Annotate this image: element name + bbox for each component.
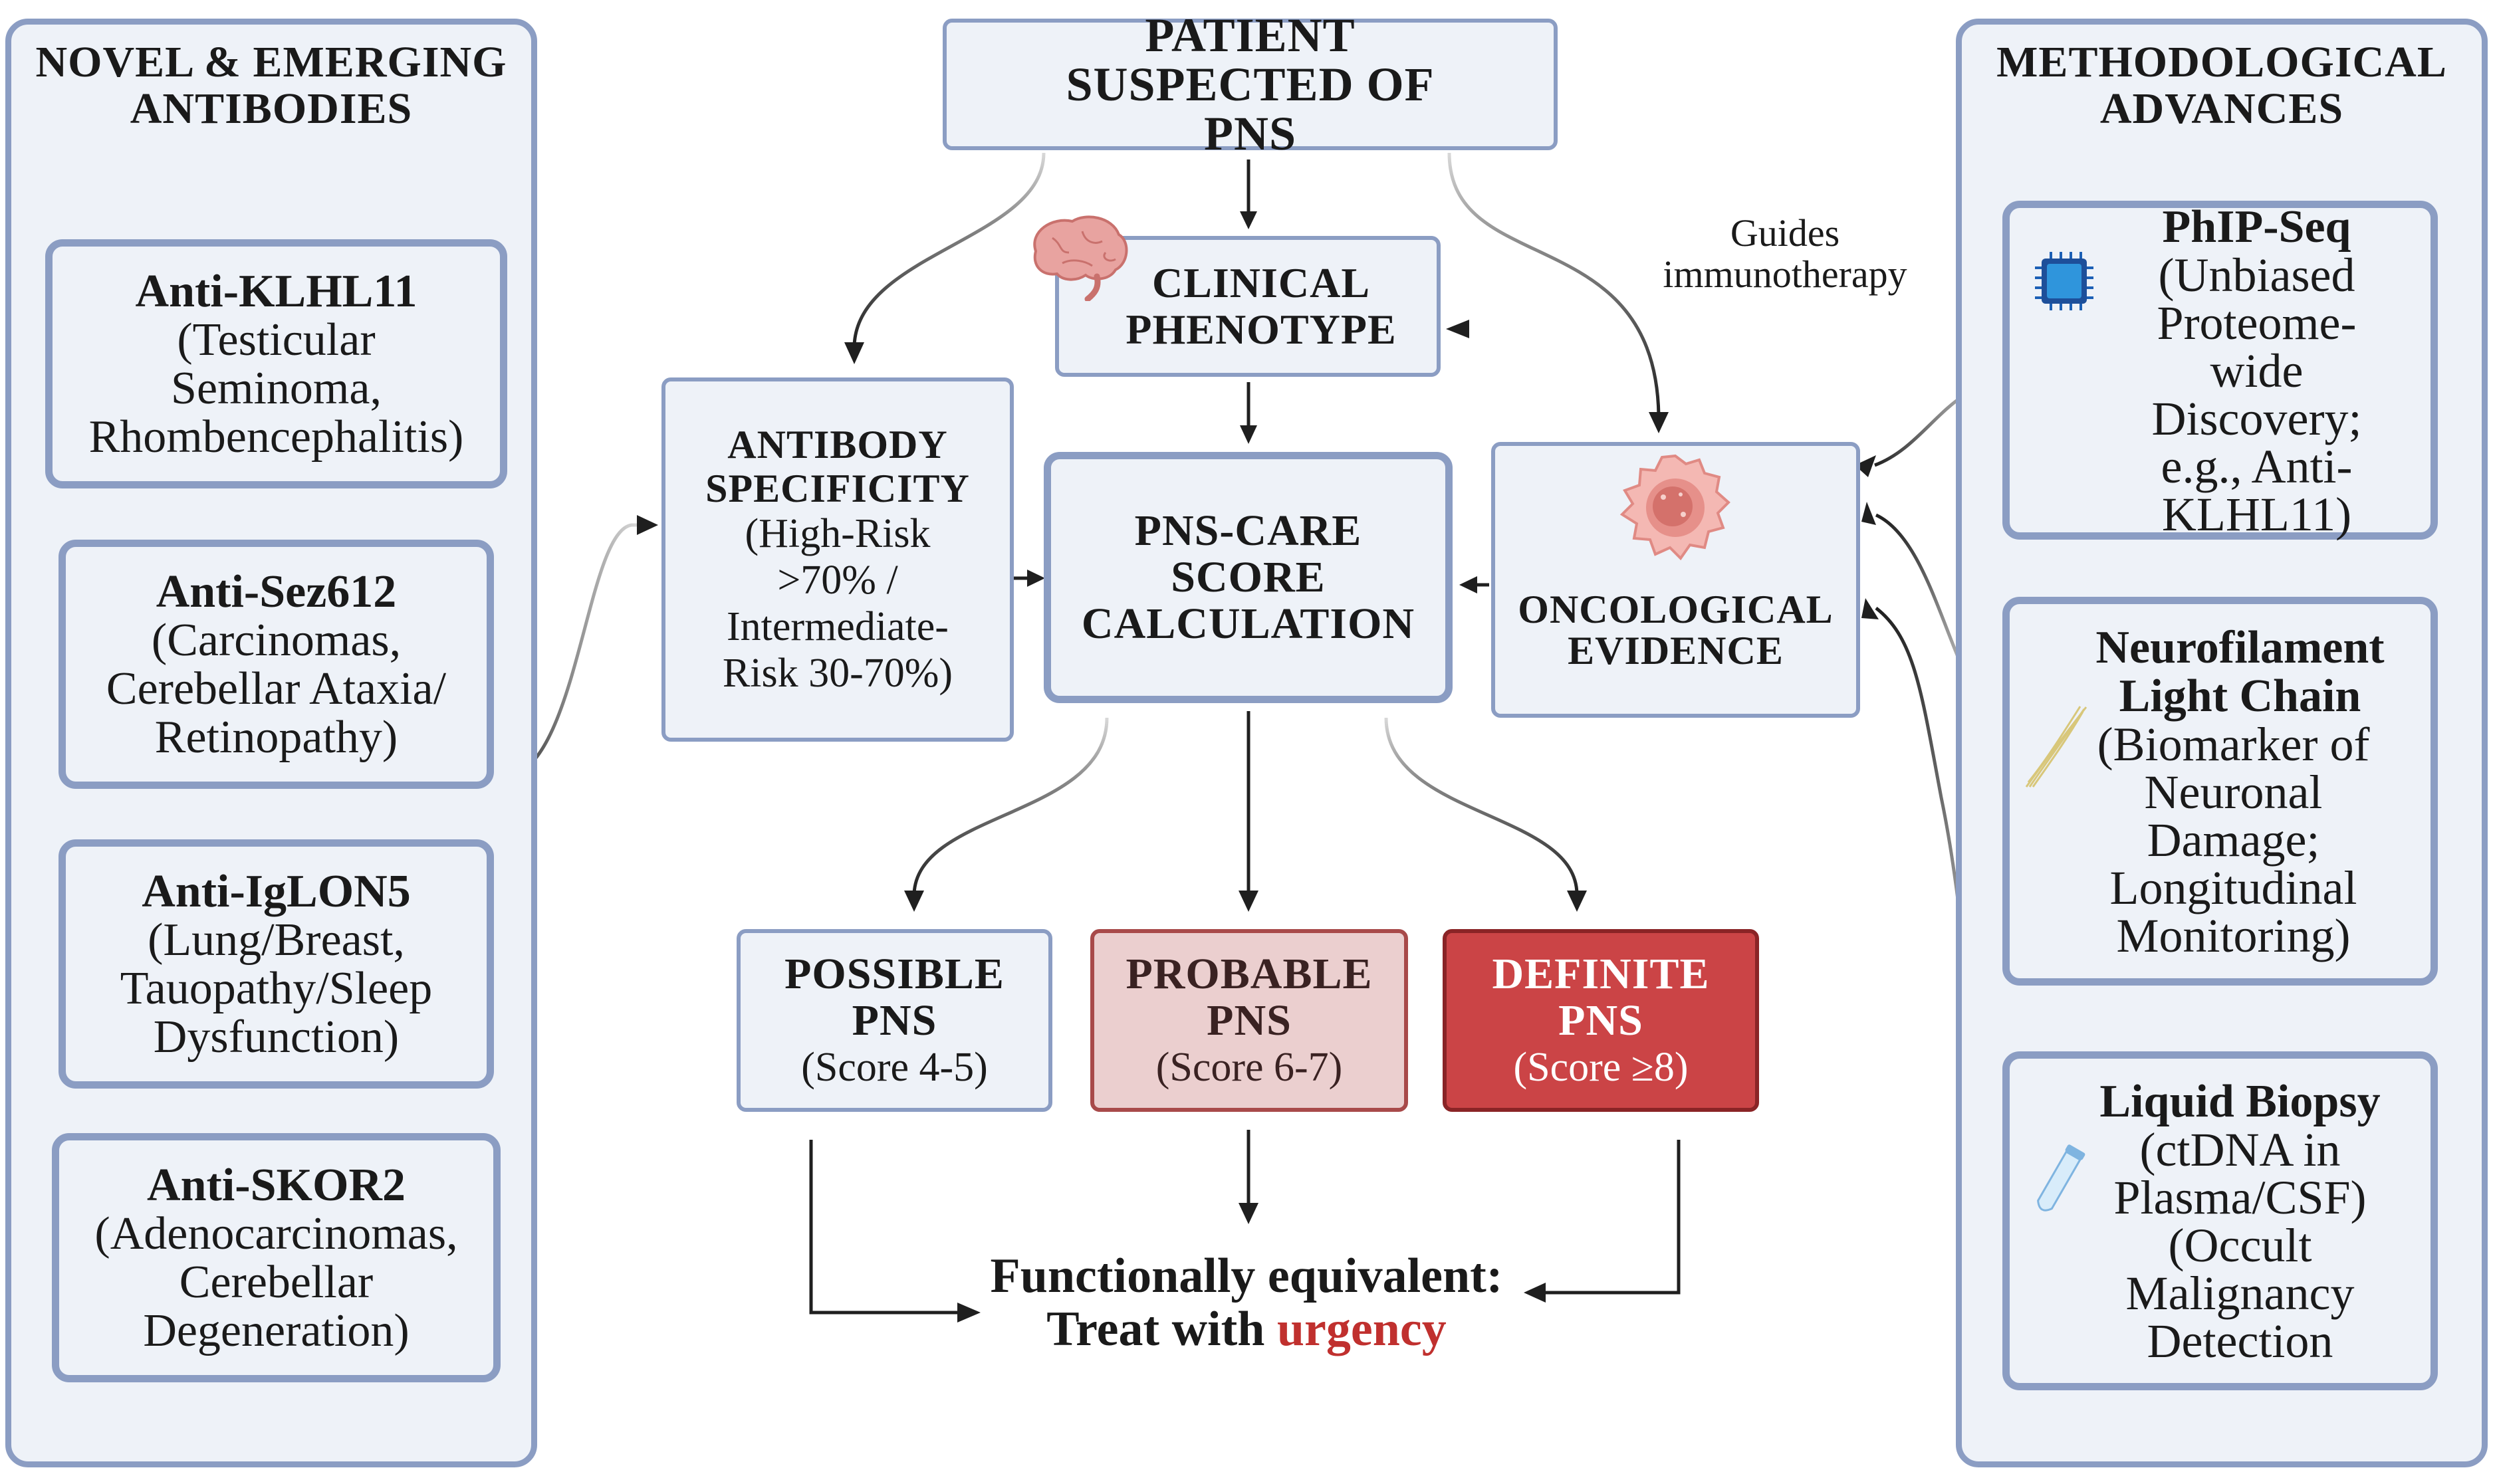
oncological-label: ONCOLOGICAL EVIDENCE	[1518, 587, 1834, 673]
antibody-specificity-title: ANTIBODY SPECIFICITY	[705, 423, 970, 510]
tumor-cell-icon	[1619, 454, 1730, 561]
arrowhead-oncological-nfl	[1861, 502, 1876, 525]
arrowhead-oncological-biopsy	[1861, 598, 1879, 619]
method-detail: (Biomarker of Neuronal Damage; Longitudi…	[2097, 717, 2370, 962]
method-name: Neurofilament Light Chain	[2095, 621, 2385, 722]
arrow-patient-to-antibody	[852, 152, 1046, 346]
right-panel-title: METHODOLOGICAL ADVANCES	[1996, 38, 2447, 133]
method-detail: (ctDNA in Plasma/CSF) (Occult Malignancy…	[2113, 1122, 2367, 1368]
arrowhead-score-from-antibody	[1027, 570, 1045, 587]
method-card-liquid-biopsy: Liquid Biopsy (ctDNA in Plasma/CSF) (Occ…	[2002, 1051, 2438, 1390]
left-panel-title: NOVEL & EMERGING ANTIBODIES	[35, 38, 507, 133]
conclusion-line2: Treat with urgency	[964, 1303, 1529, 1356]
arrowhead-score-from-oncological	[1459, 576, 1477, 593]
tube-icon	[2037, 1144, 2085, 1212]
antibody-detail: (Testicular Seminoma, Rhombencephalitis)	[88, 314, 464, 463]
antibody-card-klhl11: Anti-KLHL11 (Testicular Seminoma, Rhombe…	[45, 239, 507, 488]
outcome-score: (Score 6-7)	[1155, 1044, 1343, 1090]
arrow-score-to-possible	[912, 717, 1109, 895]
outcome-score: (Score ≥8)	[1513, 1044, 1689, 1090]
arrowhead-specificity-from-antibodies	[637, 515, 658, 535]
score-calculation-label: PNS-CARE SCORE CALCULATION	[1081, 506, 1415, 648]
antibody-name: Anti-SKOR2	[147, 1159, 406, 1211]
method-card-neurofilament: Neurofilament Light Chain (Biomarker of …	[2002, 597, 2438, 986]
arrowhead-oncological	[1649, 412, 1669, 433]
arrowhead-definite	[1567, 891, 1587, 912]
method-detail: (Unbiased Proteome-wide Discovery; e.g.,…	[2151, 248, 2362, 541]
clinical-phenotype-node: CLINICAL PHENOTYPE	[1055, 236, 1441, 377]
arrowhead-clinical-from-guides	[1446, 320, 1469, 338]
arrowhead-oncological-phip	[1855, 455, 1876, 477]
arrowhead-possible	[904, 891, 924, 912]
antibody-specificity-detail: (High-Risk >70% / Intermediate-Risk 30-7…	[722, 511, 953, 696]
arrow-score-to-definite	[1384, 717, 1579, 895]
fiber-icon	[2025, 706, 2087, 788]
outcome-probable: PROBABLE PNS (Score 6-7)	[1090, 929, 1408, 1112]
arrowhead-antibody	[844, 342, 864, 364]
antibody-card-sez612: Anti-Sez612 (Carcinomas, Cerebellar Atax…	[59, 540, 494, 789]
method-name: PhIP-Seq	[2162, 201, 2351, 253]
arrowhead-score-from-clinical	[1240, 425, 1257, 444]
outcome-title: PROBABLE PNS	[1126, 949, 1373, 1045]
brain-icon	[1033, 215, 1128, 301]
arrowhead-clinical	[1240, 211, 1257, 229]
outcome-definite: DEFINITE PNS (Score ≥8)	[1443, 929, 1759, 1112]
chip-icon	[2035, 252, 2093, 310]
conclusion: Functionally equivalent: Treat with urge…	[964, 1249, 1529, 1356]
antibody-detail: (Lung/Breast, Tauopathy/Sleep Dysfunctio…	[120, 914, 433, 1063]
arrow-definite-to-conclusion	[1542, 1140, 1681, 1295]
outcome-score: (Score 4-5)	[801, 1044, 988, 1090]
arrowhead-conclusion-left	[957, 1303, 981, 1323]
conclusion-prefix: Treat with	[1046, 1302, 1277, 1356]
arrow-possible-to-conclusion	[809, 1140, 961, 1315]
antibody-name: Anti-IgLON5	[142, 865, 411, 917]
method-name: Liquid Biopsy	[2099, 1075, 2381, 1127]
antibody-card-iglon5: Anti-IgLON5 (Lung/Breast, Tauopathy/Slee…	[59, 839, 494, 1089]
antibody-specificity-node: ANTIBODY SPECIFICITY (High-Risk >70% / I…	[661, 377, 1014, 742]
clinical-label: CLINICAL PHENOTYPE	[1126, 259, 1397, 353]
arrowhead-conclusion-right	[1524, 1283, 1546, 1303]
urgency-highlight: urgency	[1276, 1302, 1447, 1356]
method-card-phipseq: PhIP-Seq (Unbiased Proteome-wide Discove…	[2002, 201, 2438, 540]
antibody-name: Anti-Sez612	[156, 566, 397, 617]
patient-label: PATIENT SUSPECTED OF PNS	[1066, 9, 1435, 160]
outcome-title: POSSIBLE PNS	[784, 949, 1005, 1045]
antibody-name: Anti-KLHL11	[135, 265, 417, 317]
arrowhead-probable	[1239, 891, 1258, 912]
conclusion-line1: Functionally equivalent:	[990, 1249, 1503, 1303]
outcome-title: DEFINITE PNS	[1492, 949, 1710, 1045]
antibody-detail: (Adenocarcinomas, Cerebellar Degeneratio…	[94, 1208, 458, 1356]
patient-node: PATIENT SUSPECTED OF PNS	[943, 11, 1558, 158]
outcome-possible: POSSIBLE PNS (Score 4-5)	[737, 929, 1052, 1112]
guides-immunotherapy-label: Guides immunotherapy	[1663, 211, 1907, 296]
score-calculation-node: PNS-CARE SCORE CALCULATION	[1044, 452, 1453, 703]
arrow-patient-to-oncological	[1447, 152, 1661, 416]
arrowhead-conclusion-top	[1239, 1203, 1258, 1224]
antibody-detail: (Carcinomas, Cerebellar Ataxia/ Retinopa…	[106, 614, 447, 763]
antibody-card-skor2: Anti-SKOR2 (Adenocarcinomas, Cerebellar …	[52, 1133, 501, 1382]
